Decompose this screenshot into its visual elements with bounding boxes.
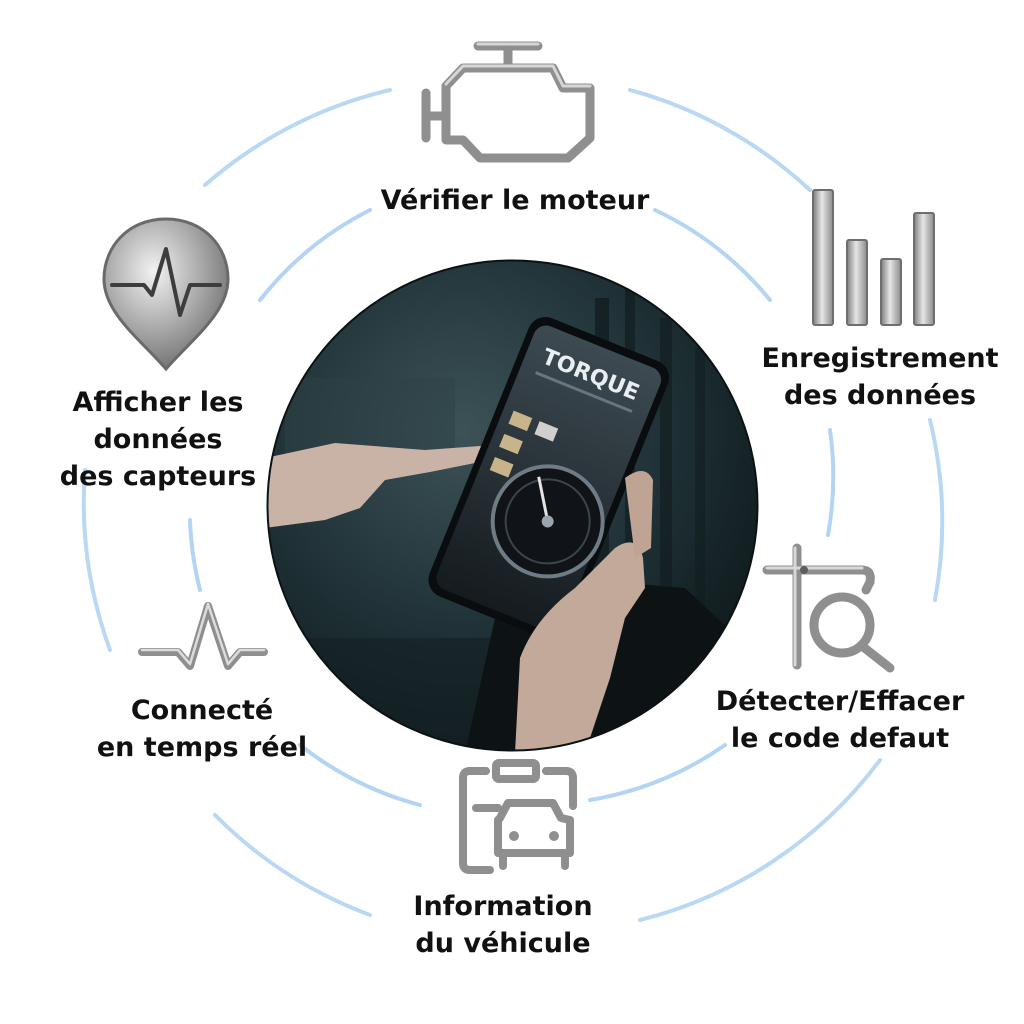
label-sensor-data: Afficher les données des capteurs — [60, 384, 257, 495]
inner-ring-seg-6 — [188, 518, 202, 592]
label-data-logging-line-1: Enregistrement — [761, 343, 999, 374]
inner-ring-seg-5 — [298, 743, 422, 807]
bar-chart-icon — [812, 189, 935, 326]
outer-ring-seg-3 — [928, 418, 945, 602]
label-check-engine: Vérifier le moteur — [381, 182, 650, 219]
label-vehicle-info: Information du véhicule — [413, 888, 592, 962]
label-data-logging: Enregistrement des données — [761, 340, 998, 414]
label-check-engine-line-1: Vérifier le moteur — [380, 185, 650, 216]
label-fault-codes-line-1: Détecter/Effacer — [715, 686, 965, 717]
engine-icon — [421, 41, 595, 163]
label-fault-codes-line-2: le code defaut — [730, 723, 950, 754]
label-fault-codes: Détecter/Effacer le code defaut — [716, 683, 965, 757]
label-realtime: Connecté en temps réel — [97, 692, 307, 766]
inner-ring-seg-2 — [653, 208, 772, 302]
outer-ring-seg-4 — [638, 758, 882, 922]
sensor-pin-icon — [102, 217, 230, 372]
inner-ring-seg-1 — [258, 208, 372, 302]
fault-code-search-icon — [762, 543, 895, 673]
label-data-logging-line-2: des données — [783, 380, 977, 411]
center-phone-photo: TORQUE — [266, 259, 759, 752]
vehicle-info-icon — [459, 759, 577, 874]
inner-ring-seg-3 — [826, 428, 836, 537]
label-sensor-data-line-2: données — [93, 424, 223, 455]
outer-ring-seg-2 — [628, 88, 812, 192]
label-sensor-data-line-3: des capteurs — [59, 461, 257, 492]
label-vehicle-info-line-1: Information — [413, 891, 593, 922]
label-sensor-data-line-1: Afficher les — [72, 387, 244, 418]
label-vehicle-info-line-2: du véhicule — [415, 928, 591, 959]
outer-ring-seg-5 — [213, 813, 372, 917]
pulse-wave-icon — [138, 602, 268, 670]
label-realtime-line-1: Connecté — [130, 695, 274, 726]
outer-ring-seg-1 — [203, 88, 392, 187]
outer-ring-seg-6 — [81, 468, 112, 652]
inner-ring-seg-4 — [588, 743, 727, 802]
label-realtime-line-2: en temps réel — [96, 732, 308, 763]
